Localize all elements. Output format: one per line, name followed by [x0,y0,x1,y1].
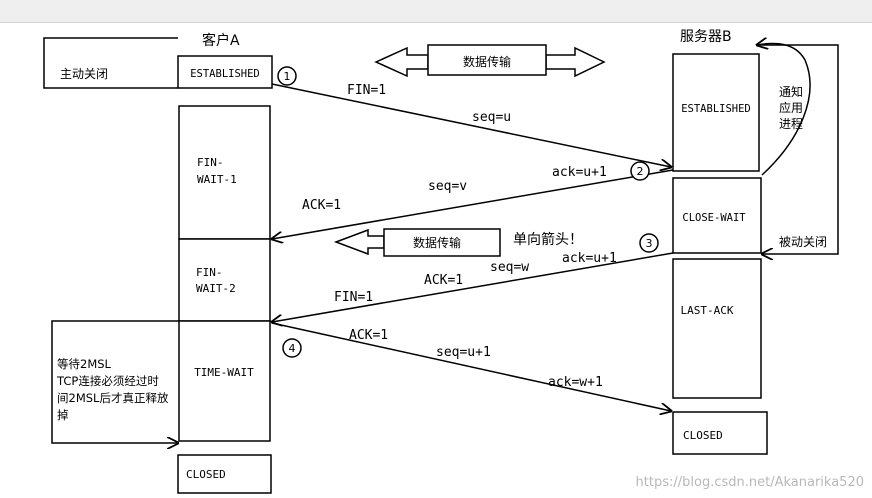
step-2-label: 2 [637,165,644,178]
server-state-established: ESTABLISHED [672,53,760,172]
client-title: 客户A [202,32,240,49]
seg4-seq-label: seq=u+1 [436,345,491,360]
step-3-label: 3 [646,237,653,250]
client-state-fin-wait-2-line2: WAIT-2 [196,282,236,295]
seg2-seq-label: seq=v [428,179,467,194]
seg3-fin-flag-label: FIN=1 [334,290,373,305]
arrow-ack-client-to-server [271,322,671,411]
wait-2msl-line3: 间2MSL后才真正释放 [57,391,169,405]
client-state-fin-wait-2-line1: FIN- [196,266,223,279]
client-active-close-note: 主动关闭 [60,67,108,81]
seg1-fin-label: FIN=1 [347,83,386,98]
step-2-marker: 2 [630,161,650,181]
client-state-time-wait: TIME-WAIT [178,320,271,442]
seg3-seq-label: seq=w [490,260,529,275]
window-title-bar [0,0,872,23]
step-3-marker: 3 [639,233,659,253]
client-state-fin-wait-1-line2: WAIT-1 [197,173,237,186]
step-1-label: 1 [284,70,291,83]
notify-app-line2: 应用 [779,100,803,115]
notify-app-line1: 通知 [779,85,803,99]
seg1-seq-label: seq=u [472,110,511,125]
arrow-fin-client-to-server [271,83,671,167]
server-state-close-wait: CLOSE-WAIT [672,177,762,254]
client-state-fin-wait-1-line1: FIN- [197,156,224,169]
arrow-ack-server-to-client [272,169,674,239]
seg4-ack-label: ack=w+1 [548,375,603,390]
server-state-last-ack: LAST-ACK [672,258,762,399]
step-1-marker: 1 [277,66,297,86]
step-4-label: 4 [289,342,296,355]
server-title: 服务器B [680,29,732,45]
data-transfer-bidirectional-arrow: 数据传输 [374,44,606,78]
client-state-closed: CLOSED [177,454,272,494]
seg3-ack-flag-label: ACK=1 [424,273,463,288]
client-active-close-bracket [43,37,178,89]
server-state-closed: CLOSED [672,411,768,455]
notify-app-curve [757,44,811,176]
arrow-fin-server-to-client [272,252,674,322]
client-state-fin-wait-2: FIN- WAIT-2 [178,238,271,322]
server-state-closed-label: CLOSED [683,429,723,442]
passive-close-note: 被动关闭 [779,235,827,249]
data-transfer-label: 数据传输 [463,54,511,69]
client-state-established-label: ESTABLISHED [190,68,260,80]
server-state-last-ack-label: LAST-ACK [681,304,734,317]
seg2-flag-label: ACK=1 [302,198,341,213]
watermark: https://blog.csdn.net/Akanarika520 [636,475,864,490]
passive-close-bracket [757,44,839,254]
server-state-close-wait-label: CLOSE-WAIT [682,212,746,224]
seg4-flag-label: ACK=1 [349,328,388,343]
wait-2msl-bracket [51,320,179,443]
client-state-fin-wait-1: FIN- WAIT-1 [178,105,271,240]
wait-2msl-line2: TCP连接必须经过时 [56,374,159,388]
one-way-arrow-note: 单向箭头！ [513,231,583,248]
notify-app-line3: 进程 [779,116,803,131]
wait-2msl-line1: 等待2MSL [57,357,112,371]
client-state-time-wait-label: TIME-WAIT [194,366,254,379]
server-state-established-label: ESTABLISHED [681,103,751,115]
wait-2msl-line4: 掉 [57,408,69,422]
client-state-closed-label: CLOSED [186,468,226,481]
data-transfer-one-way-arrow: 数据传输 [333,228,501,257]
client-state-established: ESTABLISHED [177,55,273,89]
one-way-data-label: 数据传输 [413,235,461,250]
seg3-ack-label: ack=u+1 [562,251,617,266]
seg2-ack-label: ack=u+1 [552,165,607,180]
step-4-marker: 4 [282,338,302,358]
